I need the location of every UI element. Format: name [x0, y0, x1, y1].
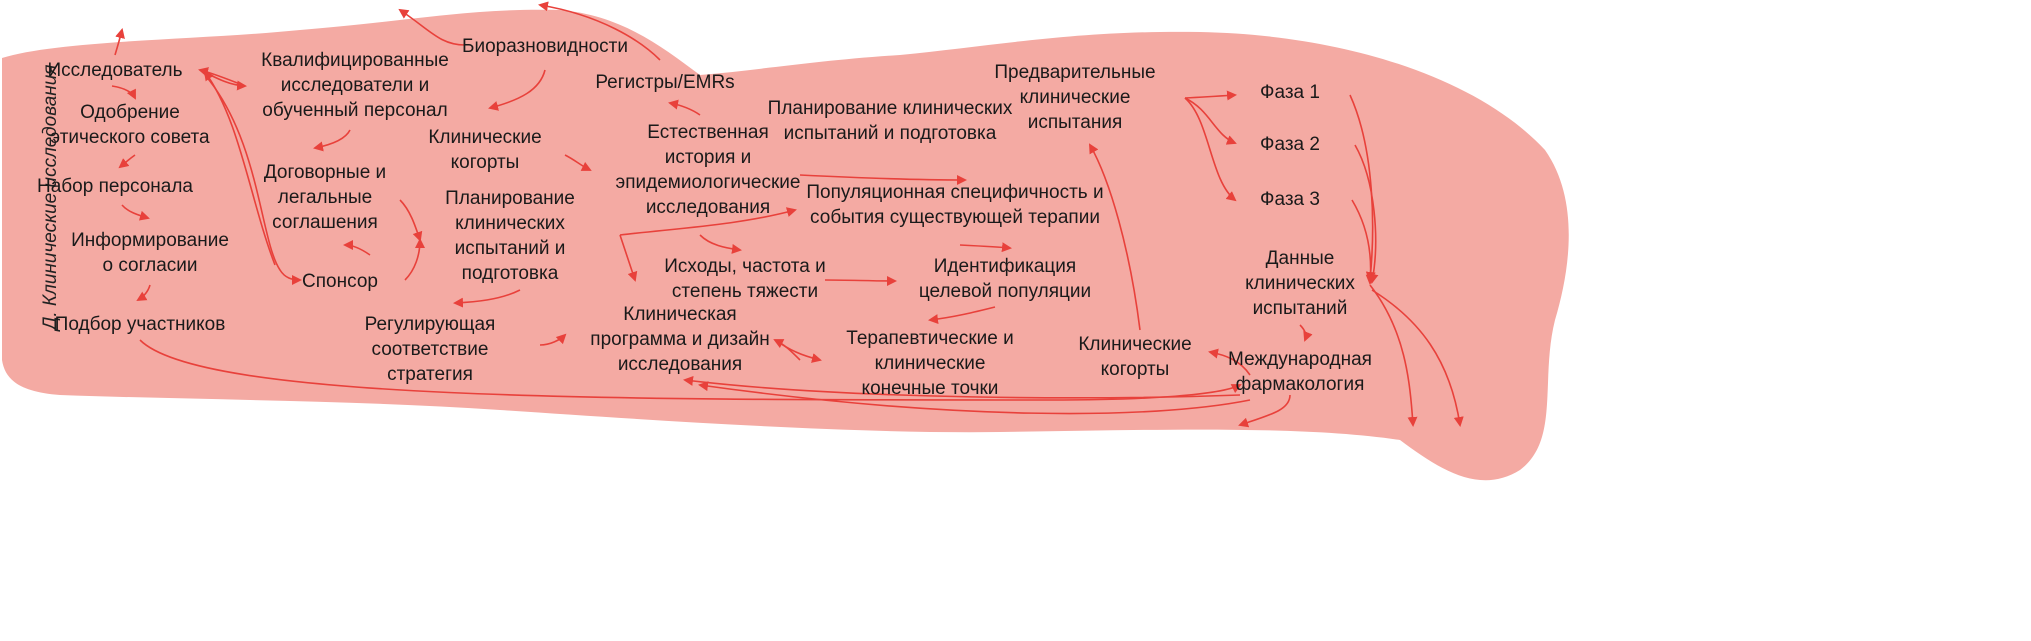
node-registries: Регистры/EMRs — [595, 72, 735, 93]
arrow-connector — [539, 333, 567, 346]
arrow-connector — [1089, 143, 1141, 331]
node-pharmacology: Международная фармакология — [1228, 349, 1372, 395]
node-biodiversity: Биоразновидности — [461, 36, 629, 57]
arrow-connector — [668, 99, 701, 116]
node-participant-selection: Подбор участников — [54, 314, 226, 335]
arrow-connector — [619, 207, 797, 236]
arrow-connector — [488, 69, 546, 111]
arrow-connector — [203, 70, 276, 266]
arrow-connector — [136, 284, 151, 302]
node-natural-history: Естественная история и эпидемиологически… — [615, 122, 801, 218]
arrow-connector — [404, 238, 425, 281]
node-phase-1: Фаза 1 — [1260, 82, 1320, 103]
arrow-connector — [1184, 90, 1237, 101]
arrow-connector — [824, 275, 897, 286]
arrow-connector — [799, 174, 967, 185]
arrow-connector — [1208, 348, 1251, 376]
arrow-connector — [1371, 289, 1464, 427]
node-preclinical: Предварительные клинические испытания — [994, 62, 1156, 133]
node-phase-3: Фаза 3 — [1260, 189, 1320, 210]
node-population: Популяционная специфичность и события су… — [806, 182, 1104, 228]
arrow-connector — [204, 74, 302, 285]
arrow-connector — [121, 204, 150, 221]
node-cohorts-left: Клинические когорты — [428, 127, 542, 173]
node-ethics-approval: Одобрение этического совета — [50, 102, 210, 148]
arrow-connector — [453, 289, 521, 308]
arrow-connector — [1184, 97, 1237, 145]
arrow-connector — [1369, 284, 1418, 427]
arrow-connector — [683, 375, 1241, 399]
arrow-connector — [114, 28, 125, 56]
arrow-connector — [619, 234, 638, 282]
arrow-connector — [959, 242, 1012, 253]
node-recruitment: Набор персонала — [37, 176, 193, 197]
node-planning-left: Планирование клинических испытаний и под… — [445, 188, 575, 284]
arrow-connector — [1238, 394, 1291, 428]
node-target-population: Идентификация целевой популяции — [918, 256, 1092, 302]
arrow-connector — [1299, 324, 1313, 342]
arrow-connector — [343, 240, 371, 256]
arrow-connector — [118, 154, 136, 169]
node-contracts: Договорные и легальные соглашения — [263, 162, 387, 233]
arrow-connector — [198, 67, 246, 87]
arrows-layer — [111, 1, 1464, 428]
arrow-connector — [538, 1, 661, 61]
node-investigator: Исследователь — [47, 60, 183, 81]
node-sponsor: Спонсор — [302, 271, 378, 292]
arrow-connector — [1354, 144, 1379, 284]
arrow-connector — [773, 339, 801, 361]
node-planning-top: Планирование клинических испытаний и под… — [767, 98, 1013, 144]
arrow-connector — [928, 306, 996, 325]
background-blob — [2, 9, 1569, 481]
arrow-connector — [1184, 97, 1237, 202]
arrow-connector — [398, 8, 466, 46]
arrow-connector — [698, 381, 1251, 415]
arrow-connector — [1351, 199, 1376, 285]
node-endpoints: Терапевтические и клинические конечные т… — [846, 328, 1014, 399]
node-trial-data: Данные клинических испытаний — [1245, 248, 1355, 319]
arrow-connector — [564, 154, 592, 171]
node-phase-2: Фаза 2 — [1260, 134, 1320, 155]
node-outcomes: Исходы, частота и степень тяжести — [664, 256, 826, 302]
node-program-design: Клиническая программа и дизайн исследова… — [590, 304, 770, 375]
node-regulatory: Регулирующая соответствие стратегия — [364, 314, 496, 385]
arrow-connector — [313, 129, 351, 152]
node-informed-consent: Информирование о согласии — [71, 230, 229, 276]
node-cohorts-right: Клинические когорты — [1078, 334, 1192, 380]
arrow-connector — [111, 85, 136, 100]
arrow-connector — [399, 199, 423, 242]
arrow-connector — [699, 234, 742, 254]
node-qualified-staff: Квалифицированные исследователи и обучен… — [261, 50, 449, 121]
